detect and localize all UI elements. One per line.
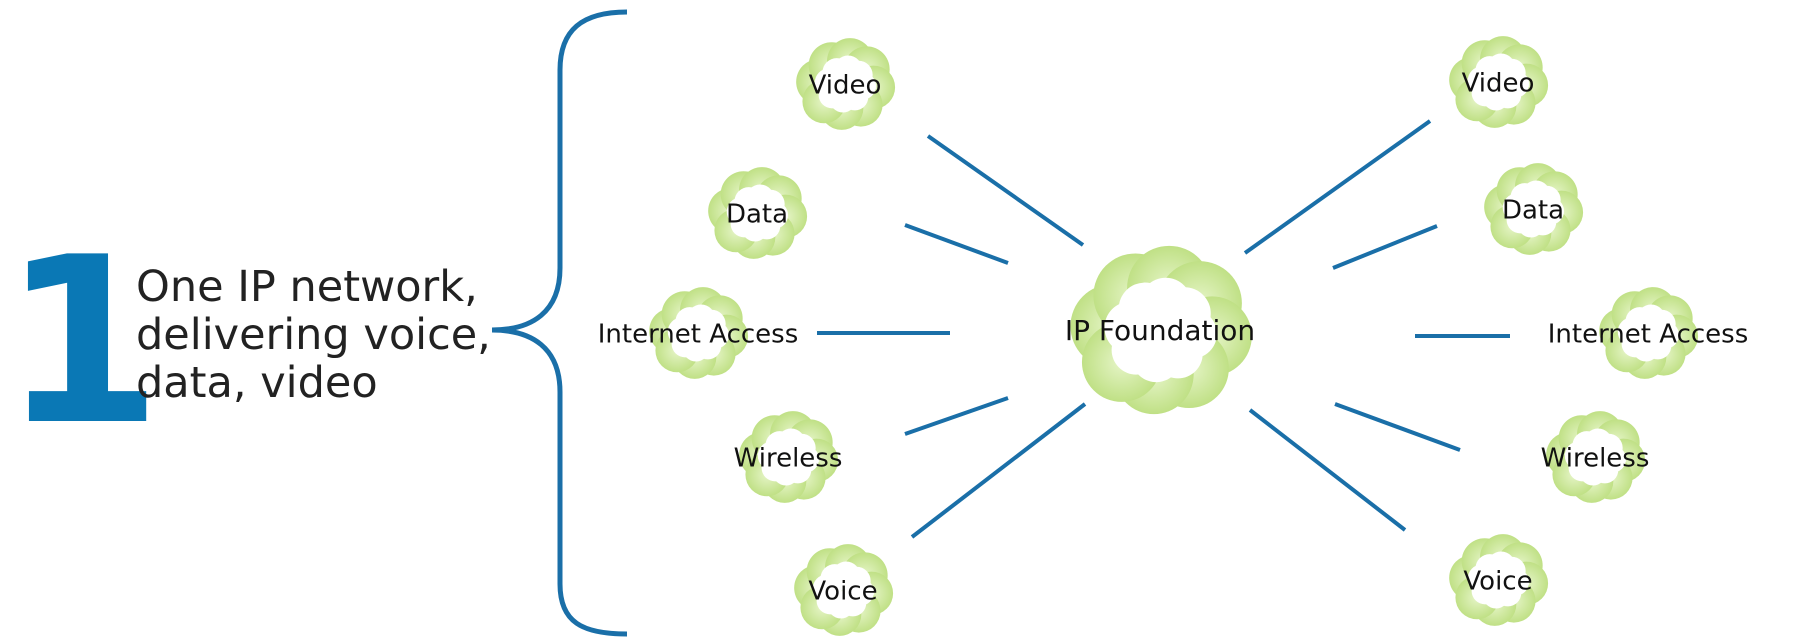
headline-line-1: One IP network, (136, 262, 478, 312)
cloud-right-voice-label: Voice (1463, 566, 1532, 596)
cloud-right-data-label: Data (1502, 195, 1564, 225)
connector-lines (817, 119, 1510, 539)
headline-line-3: data, video (136, 358, 378, 408)
cloud-right-video-label: Video (1462, 68, 1535, 98)
cloud-left-video: Video (796, 38, 896, 130)
cloud-right-internet-access-label: Internet Access (1548, 319, 1749, 349)
connector-left-data (904, 223, 1009, 265)
cloud-left-internet-access-label: Internet Access (598, 319, 799, 349)
connector-left-wireless (904, 396, 1009, 436)
cloud-left-video-label: Video (809, 70, 882, 100)
connector-right-video (1243, 119, 1432, 255)
headline: One IP network, delivering voice, data, … (136, 263, 491, 407)
ip-foundation-cloud: IP Foundation (1065, 245, 1255, 415)
cloud-right-video: Video (1449, 36, 1549, 128)
cloud-left-voice: Voice (794, 544, 894, 636)
connector-right-voice (1248, 408, 1407, 532)
cloud-right-data: Data (1484, 163, 1584, 255)
connector-left-video (926, 134, 1085, 247)
cloud-left-data: Data (708, 167, 808, 259)
cloud-right-internet-access: Internet Access (1548, 287, 1749, 379)
connector-left-voice (910, 402, 1087, 539)
cloud-left-wireless-label: Wireless (734, 443, 843, 473)
cloud-right-voice: Voice (1449, 534, 1549, 626)
cloud-left-wireless: Wireless (734, 411, 843, 503)
grouping-brace (491, 9, 628, 637)
cloud-right-wireless-label: Wireless (1541, 443, 1650, 473)
connector-right-wireless (1334, 402, 1461, 452)
connector-right-data (1332, 224, 1438, 270)
cloud-right-wireless: Wireless (1541, 411, 1650, 503)
cloud-left-data-label: Data (726, 199, 788, 229)
step-number: 1 (2, 209, 163, 476)
cloud-left-internet-access: Internet Access (598, 287, 799, 379)
headline-line-2: delivering voice, (136, 310, 491, 360)
ip-foundation-cloud-label: IP Foundation (1065, 314, 1255, 347)
cloud-left-voice-label: Voice (808, 576, 877, 606)
